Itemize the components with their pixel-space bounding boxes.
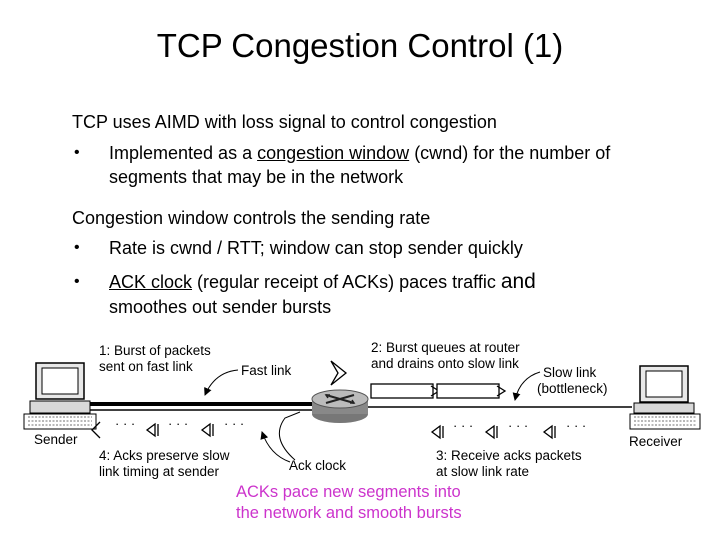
receiver-label: Receiver bbox=[629, 434, 683, 449]
ack-pace-caption: ACKs pace new segments into the network … bbox=[236, 482, 462, 524]
router-icon bbox=[311, 389, 369, 423]
congestion-window-link[interactable]: congestion window bbox=[257, 143, 410, 163]
step4-label-line1: 4: Acks preserve slow bbox=[99, 448, 230, 463]
caption-line2: the network and smooth bursts bbox=[236, 504, 462, 522]
step3-label-line1: 3: Receive acks packets bbox=[436, 448, 582, 463]
para-aimd: TCP uses AIMD with loss signal to contro… bbox=[72, 112, 497, 132]
bullet-rate: Rate is cwnd / RTT; window can stop send… bbox=[109, 238, 523, 258]
svg-text:· · ·: · · · bbox=[508, 418, 528, 433]
slide-title: TCP Congestion Control (1) bbox=[156, 27, 564, 64]
bullet-marker: • bbox=[74, 239, 80, 256]
ack-packets-fast-link: · · · · · · · · · bbox=[91, 416, 244, 439]
step4-label-line2: link timing at sender bbox=[99, 464, 220, 479]
para-sending-rate: Congestion window controls the sending r… bbox=[72, 208, 431, 228]
burst-packet-icon bbox=[330, 360, 348, 386]
caption-line1: ACKs pace new segments into bbox=[236, 483, 461, 501]
svg-text:· · ·: · · · bbox=[566, 418, 586, 433]
sender-label: Sender bbox=[34, 432, 78, 447]
slow-link-label-line2: (bottleneck) bbox=[537, 381, 608, 396]
ack-clock-label: Ack clock bbox=[289, 458, 346, 473]
bullet-cwnd-pre: Implemented as a bbox=[109, 143, 258, 163]
fast-link-label: Fast link bbox=[241, 363, 292, 378]
bullet-cwnd-post: (cwnd) for the number of bbox=[409, 143, 611, 163]
step1-label-line1: 1: Burst of packets bbox=[99, 343, 211, 358]
ack-packets-slow-link: · · · · · · · · · bbox=[430, 418, 586, 440]
slow-link-packets bbox=[370, 383, 507, 399]
svg-text:· · ·: · · · bbox=[224, 416, 244, 431]
bullet-marker: • bbox=[74, 144, 80, 161]
step2-label-line2: and drains onto slow link bbox=[371, 356, 519, 371]
bullet-ack-line2: smoothes out sender bursts bbox=[109, 297, 332, 317]
svg-text:· · ·: · · · bbox=[115, 416, 135, 431]
slow-link-label-line1: Slow link bbox=[543, 365, 597, 380]
ack-clock-diagram: Sender Receiver · · · · · · · · · bbox=[23, 340, 701, 479]
fast-link-arrow bbox=[204, 369, 239, 396]
step1-label-line2: sent on fast link bbox=[99, 359, 193, 374]
svg-text:· · ·: · · · bbox=[453, 418, 473, 433]
sender-computer-icon bbox=[23, 362, 97, 430]
svg-text:· · ·: · · · bbox=[168, 416, 188, 431]
bullet-ack-mid: (regular receipt of ACKs) paces traffic bbox=[192, 272, 501, 292]
bullet-cwnd-line2: segments that may be in the network bbox=[109, 167, 404, 187]
bullet-ack-clock: ACK clock (regular receipt of ACKs) pace… bbox=[109, 270, 536, 294]
slow-link-arrow bbox=[512, 371, 541, 401]
ack-clock-link[interactable]: ACK clock bbox=[109, 272, 193, 292]
step3-label-line2: at slow link rate bbox=[436, 464, 529, 479]
ack-clock-curve bbox=[278, 411, 301, 461]
bullet-marker: • bbox=[74, 273, 80, 290]
receiver-computer-icon bbox=[629, 365, 701, 430]
ack-clock-arrow bbox=[260, 431, 291, 463]
bullet-cwnd: Implemented as a congestion window (cwnd… bbox=[109, 141, 610, 165]
bullet-ack-and: and bbox=[500, 270, 536, 293]
step2-label-line1: 2: Burst queues at router bbox=[371, 340, 520, 355]
